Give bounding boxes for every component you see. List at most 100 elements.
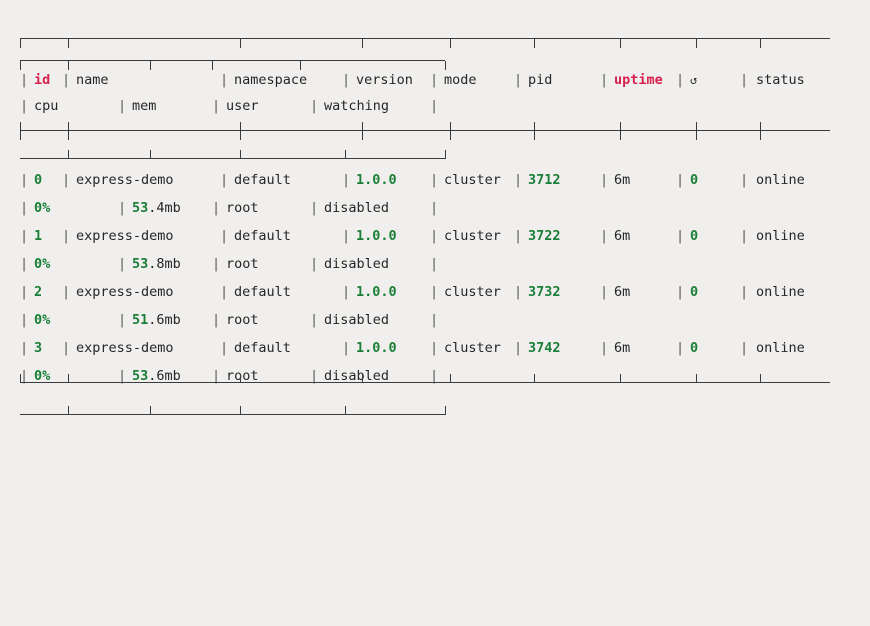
header-watching[interactable]: watching xyxy=(324,98,390,114)
cell-divider: | xyxy=(20,256,29,272)
cell-mem: 51.6mb xyxy=(132,306,181,334)
cell-divider: | xyxy=(118,200,127,216)
cell-uptime: 6m xyxy=(614,340,631,356)
cell-divider: | xyxy=(740,72,749,88)
cell-divider: | xyxy=(430,72,439,88)
cell-divider: | xyxy=(212,368,221,384)
cell-divider: | xyxy=(676,172,685,188)
cell-status: online xyxy=(756,228,805,244)
cell-divider: | xyxy=(20,172,29,188)
header-status[interactable]: status xyxy=(756,72,805,88)
header-row-primary: | id | name | namespace | version | mode… xyxy=(0,66,870,94)
col-tick xyxy=(20,374,21,383)
table-top-rule xyxy=(20,38,830,48)
cell-divider: | xyxy=(20,98,29,114)
cell-divider: | xyxy=(212,98,221,114)
cell-divider: | xyxy=(20,228,29,244)
cell-divider: | xyxy=(342,228,351,244)
cell-divider: | xyxy=(212,312,221,328)
cell-version: 1.0.0 xyxy=(356,284,397,300)
col-tick xyxy=(150,61,151,70)
col-tick xyxy=(534,374,535,383)
cell-divider: | xyxy=(514,72,523,88)
cell-cpu: 0% xyxy=(34,368,51,384)
header-name[interactable]: name xyxy=(76,72,109,88)
cell-divider: | xyxy=(20,72,29,88)
cell-divider: | xyxy=(220,340,229,356)
header-separator-rule xyxy=(20,122,830,140)
cell-mem-unit: .6mb xyxy=(148,312,181,328)
cell-mode: cluster xyxy=(444,172,501,188)
cell-divider: | xyxy=(20,284,29,300)
cell-version: 1.0.0 xyxy=(356,228,397,244)
col-tick xyxy=(450,39,451,48)
col-tick xyxy=(696,39,697,48)
header-mode[interactable]: mode xyxy=(444,72,477,88)
cell-id: 2 xyxy=(34,284,43,300)
cell-user: root xyxy=(226,256,259,272)
col-tick xyxy=(68,39,69,48)
cell-user: root xyxy=(226,368,259,384)
header-cpu[interactable]: cpu xyxy=(34,98,59,114)
restart-icon[interactable]: ↺ xyxy=(690,73,698,87)
cell-divider: | xyxy=(310,256,319,272)
header-mem[interactable]: mem xyxy=(132,98,157,114)
col-tick xyxy=(760,122,761,131)
header-version[interactable]: version xyxy=(356,72,413,88)
cell-divider: | xyxy=(220,284,229,300)
header-row-secondary: | cpu | mem | user | watching | xyxy=(0,92,870,120)
cell-divider: | xyxy=(342,284,351,300)
cell-watching: disabled xyxy=(324,256,390,272)
header-uptime[interactable]: uptime xyxy=(614,72,663,88)
cell-divider: | xyxy=(62,72,71,88)
cell-name: express-demo xyxy=(76,228,174,244)
cell-divider: | xyxy=(342,340,351,356)
cell-restarts: 0 xyxy=(690,284,699,300)
header-pid[interactable]: pid xyxy=(528,72,553,88)
cell-namespace: default xyxy=(234,228,291,244)
cell-mem: 53.8mb xyxy=(132,250,181,278)
col-tick xyxy=(240,131,241,140)
header-id[interactable]: id xyxy=(34,72,51,88)
cell-mode: cluster xyxy=(444,340,501,356)
col-tick xyxy=(696,374,697,383)
col-tick xyxy=(620,131,621,140)
cell-pid: 3712 xyxy=(528,172,561,188)
col-tick xyxy=(68,374,69,383)
cell-pid: 3722 xyxy=(528,228,561,244)
process-table: | id | name | namespace | version | mode… xyxy=(0,38,870,415)
cell-divider: | xyxy=(310,200,319,216)
cell-divider: | xyxy=(430,98,439,114)
col-tick xyxy=(450,374,451,383)
header-user[interactable]: user xyxy=(226,98,259,114)
cell-watching: disabled xyxy=(324,200,390,216)
col-tick xyxy=(445,61,446,70)
cell-uptime: 6m xyxy=(614,284,631,300)
cell-divider: | xyxy=(220,228,229,244)
col-tick xyxy=(68,131,69,140)
col-tick xyxy=(445,150,446,159)
cell-divider: | xyxy=(118,312,127,328)
cell-divider: | xyxy=(212,256,221,272)
col-tick xyxy=(760,39,761,48)
cell-divider: | xyxy=(118,256,127,272)
cell-mem: 53.6mb xyxy=(132,362,181,390)
cell-namespace: default xyxy=(234,284,291,300)
cell-divider: | xyxy=(676,228,685,244)
cell-mem-unit: .4mb xyxy=(148,200,181,216)
cell-divider: | xyxy=(740,284,749,300)
cell-divider: | xyxy=(676,72,685,88)
header-namespace[interactable]: namespace xyxy=(234,72,308,88)
cell-mem-value: 51 xyxy=(132,312,149,328)
col-tick xyxy=(68,122,69,131)
cell-restarts: 0 xyxy=(690,172,699,188)
cell-cpu: 0% xyxy=(34,256,51,272)
